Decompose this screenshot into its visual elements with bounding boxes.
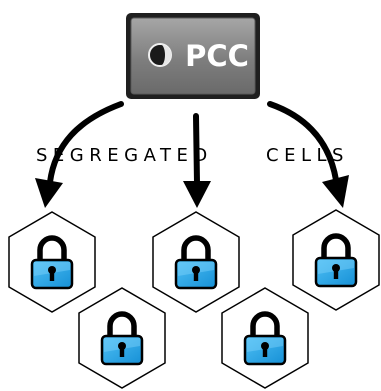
pcc-box: PCC — [126, 13, 260, 99]
cell-1 — [8, 211, 96, 313]
cell-5 — [221, 287, 309, 389]
caption-cells: CELLS — [266, 145, 349, 166]
cell-2 — [152, 211, 240, 313]
caption-segregated: SEGREGATED — [36, 145, 213, 166]
cell-3 — [292, 209, 380, 311]
arrow-right — [267, 101, 349, 208]
half-moon-icon — [148, 43, 172, 67]
arrow-left — [35, 101, 124, 208]
cell-4 — [78, 287, 166, 389]
arrow-center — [183, 113, 211, 208]
pcc-label: PCC — [185, 39, 249, 73]
